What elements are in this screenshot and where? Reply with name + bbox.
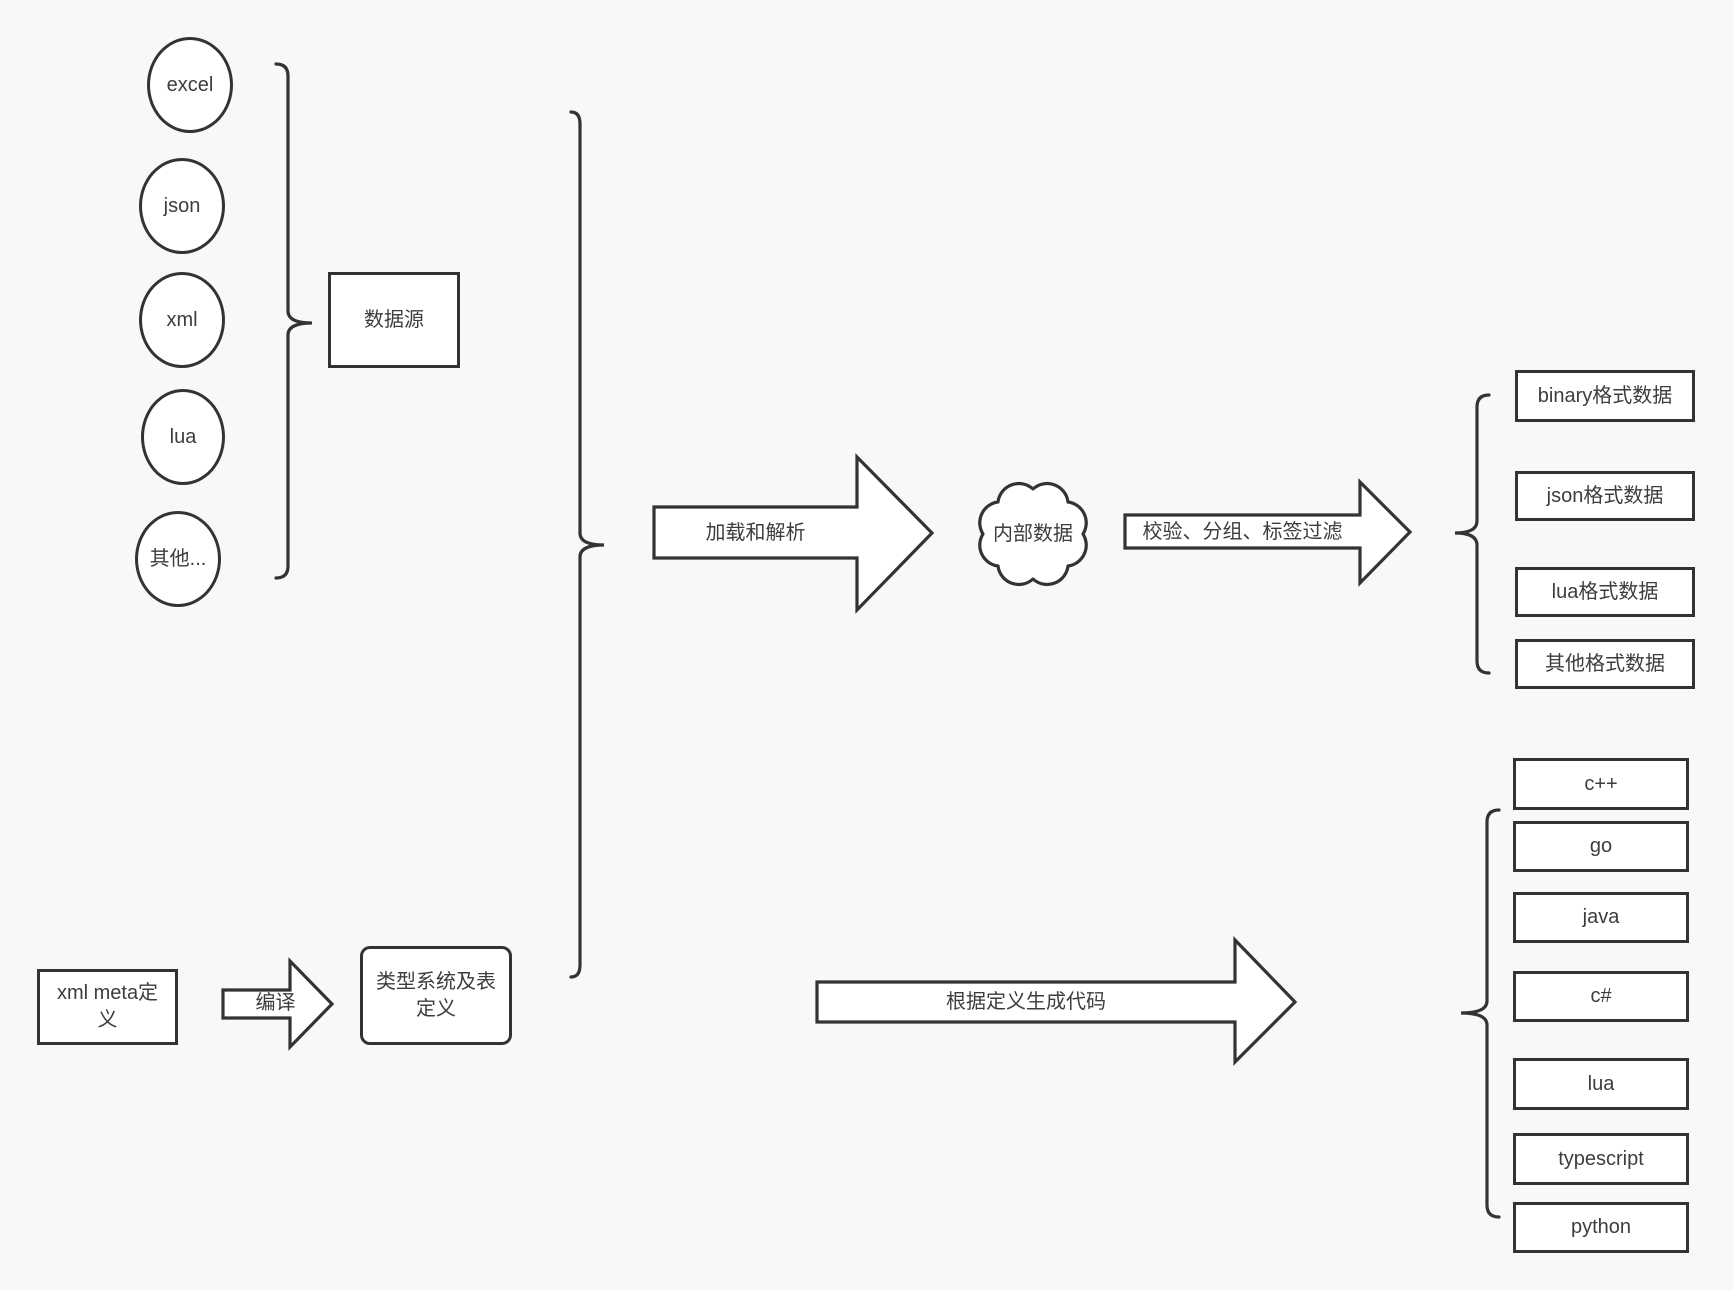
language-box-lua: lua bbox=[1513, 1058, 1689, 1110]
sources-brace bbox=[274, 62, 313, 580]
language-label: lua bbox=[1587, 1072, 1615, 1095]
formats-brace bbox=[1454, 393, 1491, 675]
language-label: c++ bbox=[1584, 772, 1618, 795]
source-node-xml: xml bbox=[139, 272, 225, 368]
language-label: typescript bbox=[1558, 1147, 1644, 1170]
source-label: excel bbox=[166, 73, 214, 96]
format-box-binary: binary格式数据 bbox=[1515, 370, 1695, 422]
generate-code-arrow bbox=[815, 936, 1298, 1066]
load-parse-arrow-label: 加载和解析 bbox=[705, 521, 806, 544]
source-node-others: 其他... bbox=[135, 511, 221, 607]
format-box-lua: lua格式数据 bbox=[1515, 567, 1695, 617]
data-source-box: 数据源 bbox=[328, 272, 460, 368]
language-box-python: python bbox=[1513, 1202, 1689, 1253]
load-parse-arrow bbox=[652, 453, 935, 614]
source-node-json: json bbox=[139, 158, 225, 254]
languages-brace bbox=[1460, 808, 1501, 1219]
internal-data-cloud bbox=[978, 481, 1088, 587]
language-label: java bbox=[1582, 906, 1620, 928]
type-system-label: 类型系统及表定义 bbox=[376, 970, 496, 1020]
format-label: 其他格式数据 bbox=[1545, 652, 1665, 675]
compile-arrow bbox=[221, 957, 335, 1051]
format-label: lua格式数据 bbox=[1551, 580, 1659, 603]
compile-arrow-label: 编译 bbox=[255, 992, 296, 1014]
data-source-label: 数据源 bbox=[364, 308, 424, 331]
language-label: python bbox=[1570, 1216, 1632, 1238]
language-box-typescript: typescript bbox=[1513, 1133, 1689, 1185]
validate-filter-arrow bbox=[1123, 478, 1413, 587]
source-label: xml bbox=[166, 308, 198, 331]
xml-meta-label: xml meta定义 bbox=[56, 982, 159, 1031]
type-system-box: 类型系统及表定义 bbox=[360, 946, 512, 1045]
language-box-go: go bbox=[1513, 821, 1689, 872]
inputs-brace bbox=[569, 110, 605, 979]
internal-data-label: 内部数据 bbox=[993, 523, 1073, 545]
validate-filter-arrow-label: 校验、分组、标签过滤 bbox=[1142, 520, 1343, 543]
generate-code-arrow-label: 根据定义生成代码 bbox=[946, 991, 1106, 1013]
xml-meta-box: xml meta定义 bbox=[37, 969, 178, 1045]
language-box-csharp: c# bbox=[1513, 971, 1689, 1022]
format-box-others: 其他格式数据 bbox=[1515, 639, 1695, 689]
format-box-json: json格式数据 bbox=[1515, 471, 1695, 521]
format-label: json格式数据 bbox=[1546, 484, 1664, 507]
source-node-excel: excel bbox=[147, 37, 233, 133]
source-node-lua: lua bbox=[141, 389, 225, 485]
format-label: binary格式数据 bbox=[1537, 384, 1673, 407]
source-label: 其他... bbox=[149, 547, 207, 570]
language-label: c# bbox=[1590, 985, 1612, 1007]
language-box-cpp: c++ bbox=[1513, 758, 1689, 810]
language-label: go bbox=[1589, 835, 1613, 857]
source-label: json bbox=[163, 194, 201, 217]
source-label: lua bbox=[169, 425, 197, 448]
language-box-java: java bbox=[1513, 892, 1689, 943]
